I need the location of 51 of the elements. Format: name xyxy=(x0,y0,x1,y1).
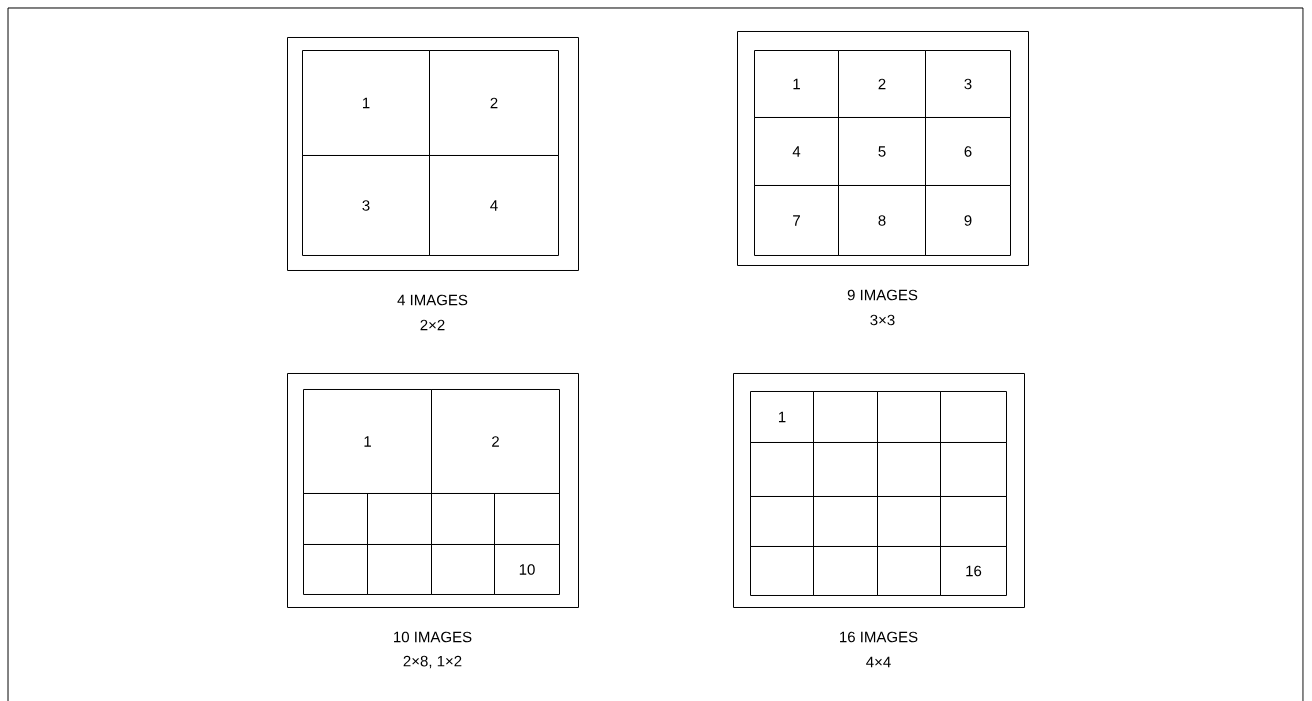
image-cell: 6 xyxy=(925,117,1011,186)
image-cell xyxy=(877,546,941,596)
screen-frame xyxy=(287,37,579,271)
layout-caption: 16 IMAGES xyxy=(840,631,918,643)
image-cell: 3 xyxy=(302,155,430,256)
image-cell: 7 xyxy=(754,185,839,256)
screen-frame xyxy=(737,31,1029,266)
image-cell xyxy=(813,391,878,443)
image-cell: 8 xyxy=(838,185,926,256)
image-cell xyxy=(813,546,878,596)
layout-caption: 4×4 xyxy=(866,656,891,668)
image-cell: 1 xyxy=(303,389,432,494)
image-cell: 2 xyxy=(429,50,559,156)
layout-caption: 2×2 xyxy=(420,319,445,331)
image-cell xyxy=(431,544,495,595)
image-cell xyxy=(750,442,814,497)
image-cell: 10 xyxy=(494,544,560,595)
image-cell xyxy=(303,544,368,595)
image-cell xyxy=(940,496,1007,547)
image-cell xyxy=(367,544,432,595)
image-cell xyxy=(813,496,878,547)
image-cell xyxy=(877,496,941,547)
image-cell xyxy=(940,442,1007,497)
image-cell: 4 xyxy=(429,155,559,256)
image-cell: 4 xyxy=(754,117,839,186)
screen-frame xyxy=(287,373,579,608)
image-cell xyxy=(877,391,941,443)
image-cell xyxy=(494,493,560,545)
image-cell: 3 xyxy=(925,50,1011,118)
image-cell xyxy=(750,546,814,596)
image-cell: 1 xyxy=(754,50,839,118)
image-cell: 1 xyxy=(750,391,814,443)
image-cell: 5 xyxy=(838,117,926,186)
image-cell xyxy=(813,442,878,497)
layout-caption: 2×8, 1×2 xyxy=(403,655,462,669)
image-cell: 9 xyxy=(925,185,1011,256)
image-cell: 2 xyxy=(838,50,926,118)
layout-caption: 9 IMAGES xyxy=(847,289,918,301)
layout-caption: 4 IMAGES xyxy=(397,294,468,306)
layout-caption: 10 IMAGES xyxy=(394,631,472,643)
image-cell xyxy=(367,493,432,545)
image-cell: 16 xyxy=(940,546,1007,596)
image-cell xyxy=(303,493,368,545)
image-cell: 1 xyxy=(302,50,430,156)
image-cell xyxy=(940,391,1007,443)
screen-frame xyxy=(733,373,1025,608)
image-cell xyxy=(431,493,495,545)
image-cell xyxy=(877,442,941,497)
image-cell: 2 xyxy=(431,389,560,494)
layout-caption: 3×3 xyxy=(870,314,895,326)
image-cell xyxy=(750,496,814,547)
